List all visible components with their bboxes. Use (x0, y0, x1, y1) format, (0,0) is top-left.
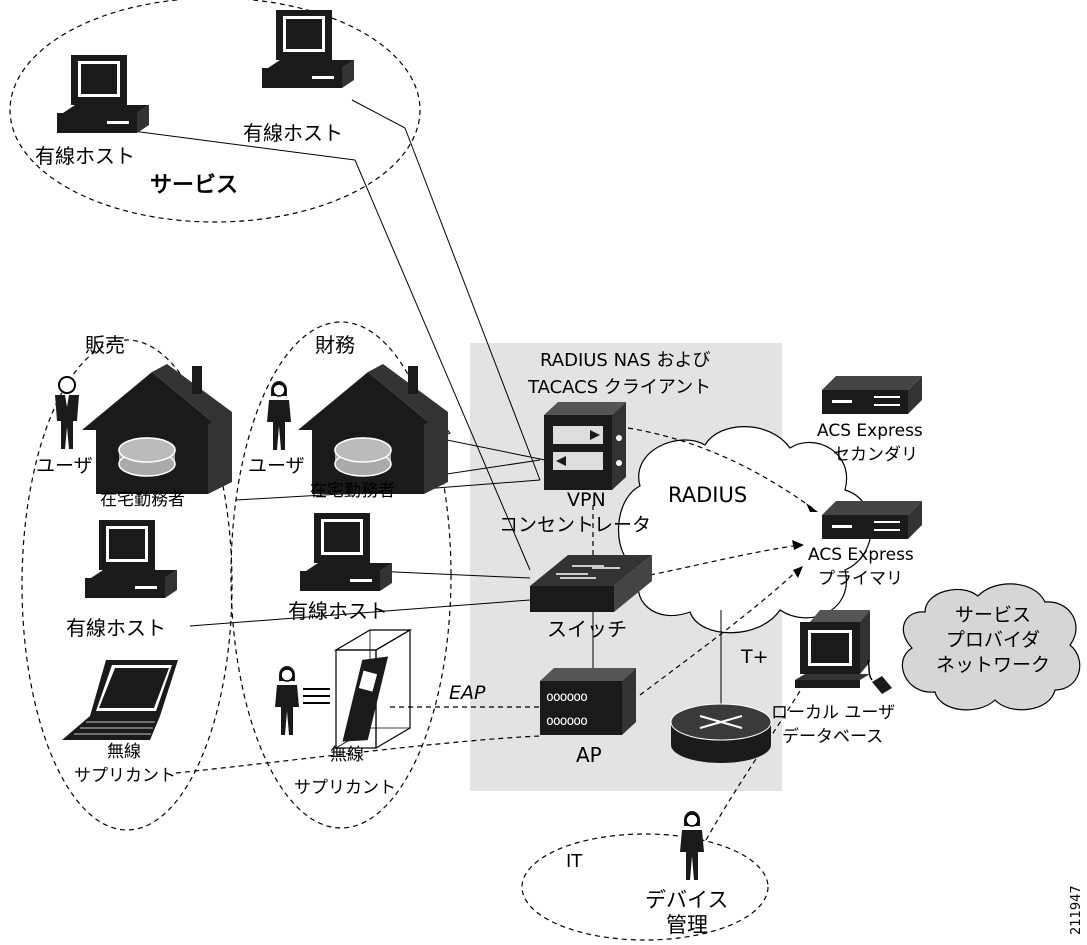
finance-user-icon (267, 381, 291, 450)
finance-wired-host-label: 有線ホスト (288, 599, 388, 623)
tplus-label: T+ (740, 646, 769, 668)
finance-teleworker-house (298, 364, 448, 494)
local-db-label-2: データベース (782, 726, 883, 747)
services-wired-host-2 (262, 10, 354, 88)
acs-secondary-label-1: ACS Express (817, 421, 923, 441)
acs-primary-label-2: プライマリ (818, 569, 903, 589)
finance-wireless-label-1: 無線 (330, 745, 364, 765)
device-mgmt-label-2: 管理 (666, 913, 708, 937)
acs-secondary-label-2: セカンダリ (833, 445, 918, 465)
phone-in-box-icon (336, 630, 410, 748)
sales-wireless-label-1: 無線 (107, 742, 141, 762)
sales-laptop-icon (62, 660, 178, 740)
router-icon (671, 704, 771, 763)
figure-id: 211947 (1069, 885, 1084, 935)
device-mgmt-label-1: デバイス (645, 888, 728, 912)
finance-wired-host (300, 513, 392, 591)
sales-user-label: ユーザ (36, 455, 93, 477)
vpn-concentrator-icon (544, 402, 626, 490)
provider-label-1: サービス (955, 604, 1031, 626)
vpn-label-1: VPN (567, 489, 606, 511)
svg-text:oooooo: oooooo (546, 714, 587, 729)
sales-wired-host-label: 有線ホスト (66, 616, 166, 640)
acs-secondary-icon (822, 376, 922, 414)
sales-group-title: 販売 (85, 333, 125, 357)
nas-title-line-1: RADIUS NAS および (540, 350, 711, 371)
device-mgmt-user-icon (680, 811, 704, 880)
services-group-title: サービス (150, 173, 238, 198)
provider-label-2: プロバイダ (946, 629, 1040, 651)
services-wired-host-1 (57, 55, 149, 133)
sales-wireless-label-2: サプリカント (74, 766, 176, 786)
svg-text:oooooo: oooooo (546, 690, 587, 705)
provider-label-3: ネットワーク (936, 654, 1050, 676)
acs-primary-icon (822, 501, 922, 539)
sales-teleworker-house (82, 364, 232, 494)
services-host-2-label: 有線ホスト (243, 121, 343, 145)
radius-label: RADIUS (668, 483, 747, 507)
it-group-title: IT (566, 851, 583, 872)
ap-icon: oooooo oooooo (540, 668, 636, 735)
local-db-label-1: ローカル ユーザ (771, 703, 895, 723)
vpn-label-2: コンセントレータ (499, 514, 651, 536)
finance-teleworker-label: 在宅勤務者 (310, 481, 395, 501)
it-group-boundary (522, 834, 768, 940)
services-host-1-label: 有線ホスト (35, 144, 135, 168)
switch-label: スイッチ (547, 617, 627, 641)
finance-user-label: ユーザ (248, 455, 305, 477)
finance-wireless-label-2: サプリカント (294, 778, 396, 798)
sales-user-icon (55, 377, 79, 449)
ap-label: AP (576, 743, 602, 767)
acs-primary-label-1: ACS Express (808, 545, 914, 565)
eap-label: EAP (449, 682, 486, 704)
local-db-computer-icon (795, 610, 892, 694)
sales-teleworker-label: 在宅勤務者 (100, 490, 185, 510)
nas-title-line-2: TACACS クライアント (527, 377, 711, 398)
finance-group-title: 財務 (315, 333, 355, 357)
sales-wired-host (85, 520, 177, 598)
finance-wireless-user-icon (275, 666, 299, 735)
signal-lines (303, 689, 330, 703)
